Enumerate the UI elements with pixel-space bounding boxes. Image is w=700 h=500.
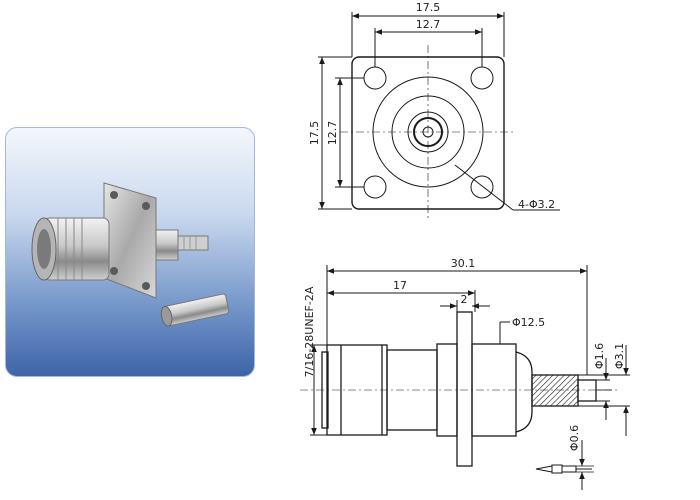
product-photo-card — [5, 127, 255, 377]
dim-pin-diameter: Φ0.6 — [568, 425, 581, 451]
front-view — [340, 45, 516, 220]
side-view — [300, 311, 620, 467]
dim-flange-thickness: 2 — [461, 293, 468, 306]
dim-overall-length: 30.1 — [451, 257, 476, 270]
pin-detail — [535, 464, 594, 474]
dim-cable-inner: Φ1.6 — [593, 343, 606, 369]
dim-cable-outer: Φ3.1 — [613, 343, 626, 369]
dim-holes: 4-Φ3.2 — [518, 198, 555, 211]
ferrule — [160, 293, 230, 327]
cable-crimp — [177, 235, 209, 251]
dim-body-diameter: Φ12.5 — [512, 316, 545, 329]
dim-flange-height: 17.5 — [308, 121, 321, 146]
dim-thread-spec: 7/16-28UNEF-2A — [303, 286, 316, 377]
dim-flange-width: 17.5 — [416, 1, 441, 14]
dim-hole-spacing-v: 12.7 — [326, 121, 339, 146]
dim-thread-length: 17 — [393, 279, 407, 292]
connector-photo — [31, 182, 230, 327]
dim-hole-spacing-h: 12.7 — [416, 18, 441, 31]
